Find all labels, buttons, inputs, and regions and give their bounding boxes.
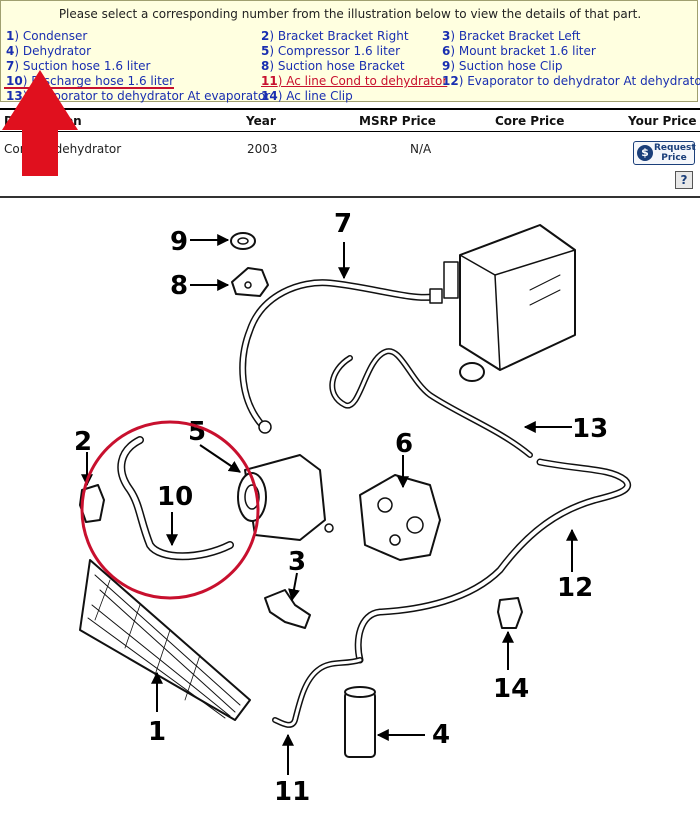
part-link-ac-line-cond[interactable]: 11) Ac line Cond to dehydrator	[261, 74, 448, 88]
part-link-suction-hose-bracket[interactable]: 8) Suction hose Bracket	[261, 59, 405, 73]
part-link-suction-hose-clip[interactable]: 9) Suction hose Clip	[442, 59, 563, 73]
part-link-bracket-left[interactable]: 3) Bracket Bracket Left	[442, 29, 581, 43]
header-core-price: Core Price	[495, 114, 565, 128]
callout-labels: 9 8 7 13 6 2 5 10 3 12 1 4 14 11	[74, 209, 608, 807]
callout-14[interactable]: 14	[493, 674, 529, 704]
part-link-compressor[interactable]: 5) Compressor 1.6 liter	[261, 44, 401, 58]
callout-13[interactable]: 13	[572, 414, 608, 444]
part-link-bracket-right[interactable]: 2) Bracket Bracket Right	[261, 29, 409, 43]
part-link-ac-line-clip[interactable]: 14) Ac line Clip	[261, 89, 353, 103]
row-msrp: N/A	[410, 142, 432, 156]
suction-hose-shape[interactable]	[239, 279, 443, 434]
callout-12[interactable]: 12	[557, 573, 593, 603]
header-msrp-price: MSRP Price	[359, 114, 436, 128]
compressor-shape[interactable]	[237, 454, 334, 541]
callout-6[interactable]: 6	[395, 429, 413, 459]
discharge-hose-shape[interactable]	[117, 436, 234, 561]
evaporator-line-shape[interactable]	[329, 348, 533, 458]
part-link-evaporator-at-evaporator[interactable]: 13) Evaporator to dehydrator At evaporat…	[6, 89, 271, 103]
help-button[interactable]: ?	[675, 171, 693, 189]
parts-diagram: 9 8 7 13 6 2 5 10 3 12 1 4 14 11	[74, 209, 631, 807]
part-link-condenser[interactable]: 1) Condenser	[6, 29, 88, 43]
callout-2[interactable]: 2	[74, 427, 92, 457]
highlight-circle	[80, 420, 260, 600]
callout-5[interactable]: 5	[188, 417, 206, 447]
row-year: 2003	[247, 142, 278, 156]
callout-4[interactable]: 4	[432, 720, 450, 750]
red-up-arrow-icon	[2, 70, 78, 176]
callout-10[interactable]: 10	[157, 482, 193, 512]
evaporator-dehydrator-line-shape[interactable]	[354, 458, 631, 664]
callout-arrows	[81, 234, 578, 775]
suction-hose-clip-shape[interactable]	[230, 232, 256, 250]
callout-9[interactable]: 9	[170, 227, 188, 257]
suction-hose-bracket-shape[interactable]	[231, 267, 269, 297]
parts-list-panel: Please select a corresponding number fro…	[0, 0, 700, 103]
callout-8[interactable]: 8	[170, 271, 188, 301]
part-link-dehydrator[interactable]: 4) Dehydrator	[6, 44, 92, 58]
bracket-left-shape[interactable]	[264, 589, 311, 629]
ac-line-cond-shape[interactable]	[272, 657, 363, 728]
instructions-text: Please select a corresponding number fro…	[58, 7, 642, 21]
highlight-underline	[4, 87, 174, 89]
dollar-icon: $	[637, 145, 653, 161]
header-your-price: Your Price	[628, 114, 697, 128]
dehydrator-shape[interactable]	[344, 686, 376, 758]
header-year: Year	[246, 114, 276, 128]
table-header-rule	[0, 131, 700, 132]
callout-3[interactable]: 3	[288, 547, 306, 577]
table-top-rule	[0, 108, 700, 110]
part-link-discharge-hose[interactable]: 10) Discharge hose 1.6 liter	[6, 74, 175, 88]
part-link-mount-bracket[interactable]: 6) Mount bracket 1.6 liter	[442, 44, 596, 58]
mount-bracket-shape[interactable]	[359, 474, 441, 561]
callout-7[interactable]: 7	[334, 209, 352, 239]
part-link-evaporator-at-dehydrator[interactable]: 12) Evaporator to dehydrator At dehydrat…	[442, 74, 700, 88]
callout-1[interactable]: 1	[148, 717, 166, 747]
condenser-shape[interactable]	[79, 559, 251, 721]
bracket-right-shape[interactable]	[79, 484, 105, 523]
evaporator-box-shape[interactable]	[443, 224, 576, 382]
ac-line-clip-shape[interactable]	[497, 597, 523, 629]
diagram-top-rule	[0, 196, 700, 198]
callout-11[interactable]: 11	[274, 777, 310, 807]
part-link-suction-hose[interactable]: 7) Suction hose 1.6 liter	[6, 59, 151, 73]
